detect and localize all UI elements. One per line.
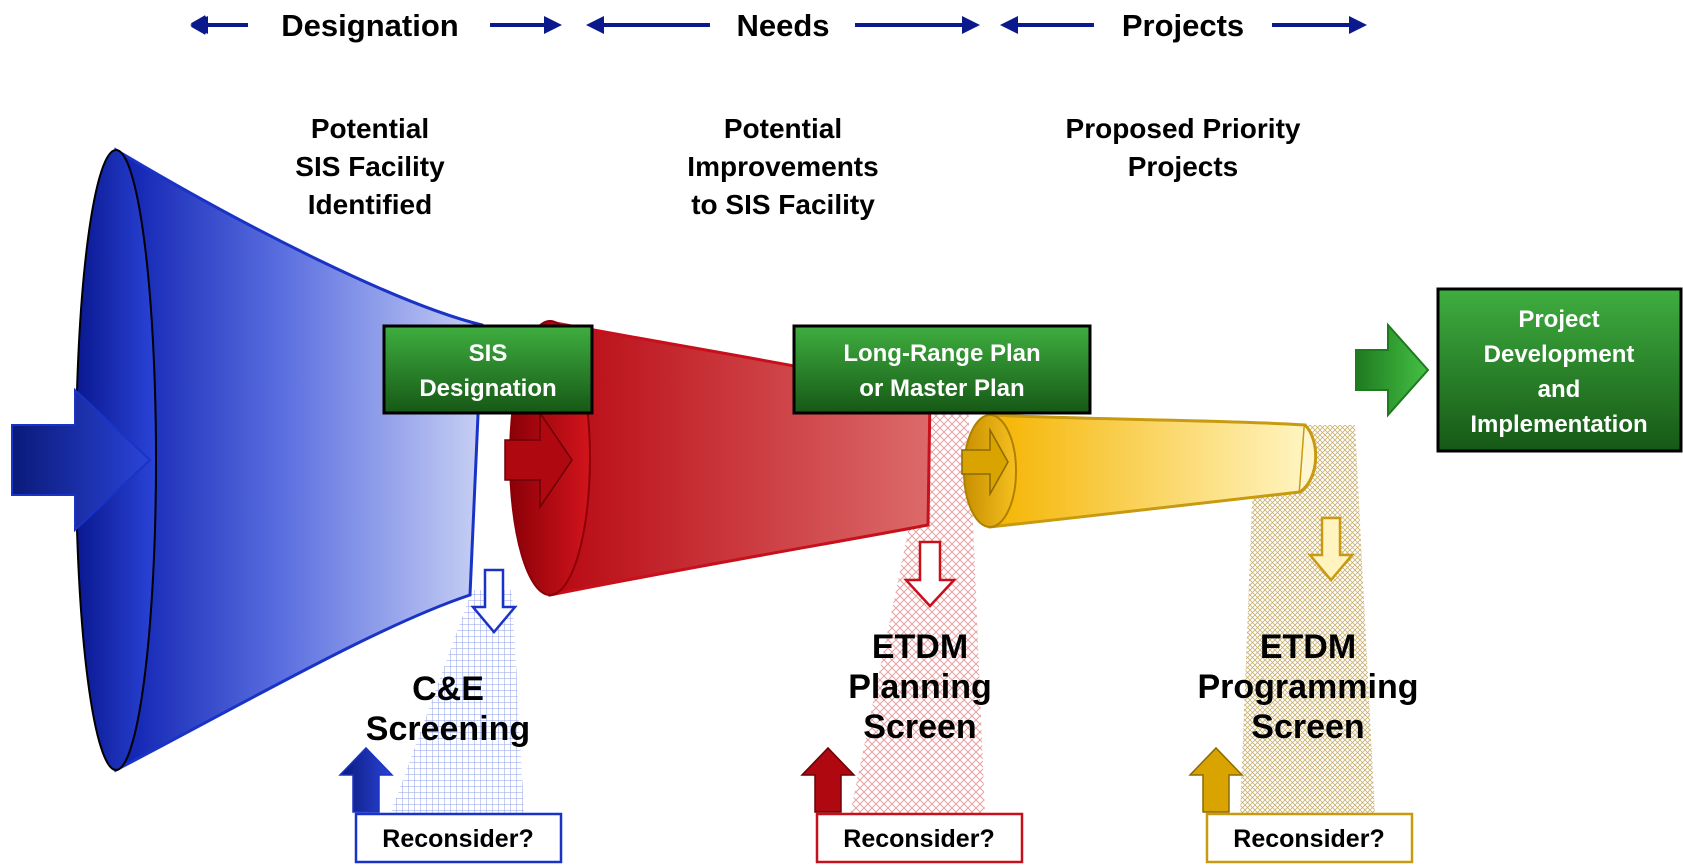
up-arrow-blue-icon xyxy=(338,746,394,813)
box-line: Long-Range Plan xyxy=(843,340,1040,367)
down-arrow-yellow-icon xyxy=(1307,516,1355,582)
transition-arrow-red-icon xyxy=(504,410,573,510)
box-line: or Master Plan xyxy=(859,375,1024,402)
project-development-box: Project Development and Implementation xyxy=(1436,287,1683,453)
planning-screen-beam xyxy=(850,400,985,815)
caption-line: to SIS Facility xyxy=(691,189,875,220)
caption-projects: Proposed Priority Projects xyxy=(1066,113,1301,182)
phase-label: Designation xyxy=(281,8,458,43)
screen-line: Planning xyxy=(848,668,992,706)
caption-line: Proposed Priority xyxy=(1066,113,1301,144)
planning-screen-label: ETDM Planning Screen xyxy=(848,628,992,746)
reconsider-label: Reconsider? xyxy=(843,825,994,853)
phase-label: Projects xyxy=(1122,8,1244,43)
box-line: SIS xyxy=(469,340,508,367)
caption-line: Identified xyxy=(308,189,432,220)
projects-funnel xyxy=(963,413,1318,529)
phase-needs: Needs xyxy=(586,8,980,43)
caption-designation: Potential SIS Facility Identified xyxy=(295,113,445,220)
long-range-plan-box: Long-Range Plan or Master Plan xyxy=(792,324,1092,415)
reconsider-label: Reconsider? xyxy=(1233,825,1384,853)
screen-line: Programming xyxy=(1197,668,1418,706)
box-line: and xyxy=(1538,376,1581,403)
designation-funnel xyxy=(75,147,484,773)
input-arrow-icon xyxy=(11,387,152,533)
down-arrow-red-icon xyxy=(903,540,957,608)
screen-line: C&E xyxy=(412,670,484,708)
output-arrow-icon xyxy=(1355,322,1430,418)
ce-screening-beam xyxy=(390,590,524,815)
caption-line: Projects xyxy=(1128,151,1239,182)
screen-line: Screening xyxy=(366,710,530,748)
box-line: Designation xyxy=(419,375,556,402)
up-arrow-red-icon xyxy=(800,746,856,813)
screen-line: ETDM xyxy=(872,628,968,666)
reconsider-box-ce: Reconsider? xyxy=(354,812,563,864)
screen-line: Screen xyxy=(863,708,976,746)
reconsider-label: Reconsider? xyxy=(382,825,533,853)
transition-arrow-yellow-icon xyxy=(961,427,1009,497)
box-line: Project xyxy=(1518,306,1599,333)
ce-screening-label: C&E Screening xyxy=(366,670,530,748)
screen-line: Screen xyxy=(1251,708,1364,746)
phase-designation: Designation xyxy=(190,8,562,43)
screen-line: ETDM xyxy=(1260,628,1356,666)
phase-projects: Projects xyxy=(1000,8,1367,43)
caption-line: SIS Facility xyxy=(295,151,445,182)
caption-line: Improvements xyxy=(687,151,878,182)
caption-line: Potential xyxy=(724,113,842,144)
reconsider-box-planning: Reconsider? xyxy=(815,812,1024,864)
box-line: Implementation xyxy=(1470,411,1647,438)
sis-designation-box: SIS Designation xyxy=(382,324,594,415)
up-arrow-yellow-icon xyxy=(1188,746,1244,813)
programming-screen-label: ETDM Programming Screen xyxy=(1197,628,1418,746)
phase-label: Needs xyxy=(736,8,829,43)
reconsider-box-programming: Reconsider? xyxy=(1205,812,1414,864)
phase-header: Designation Needs Projects xyxy=(190,8,1367,43)
box-line: Development xyxy=(1484,341,1635,368)
down-arrow-blue-icon xyxy=(470,568,518,634)
caption-line: Potential xyxy=(311,113,429,144)
caption-needs: Potential Improvements to SIS Facility xyxy=(687,113,878,220)
